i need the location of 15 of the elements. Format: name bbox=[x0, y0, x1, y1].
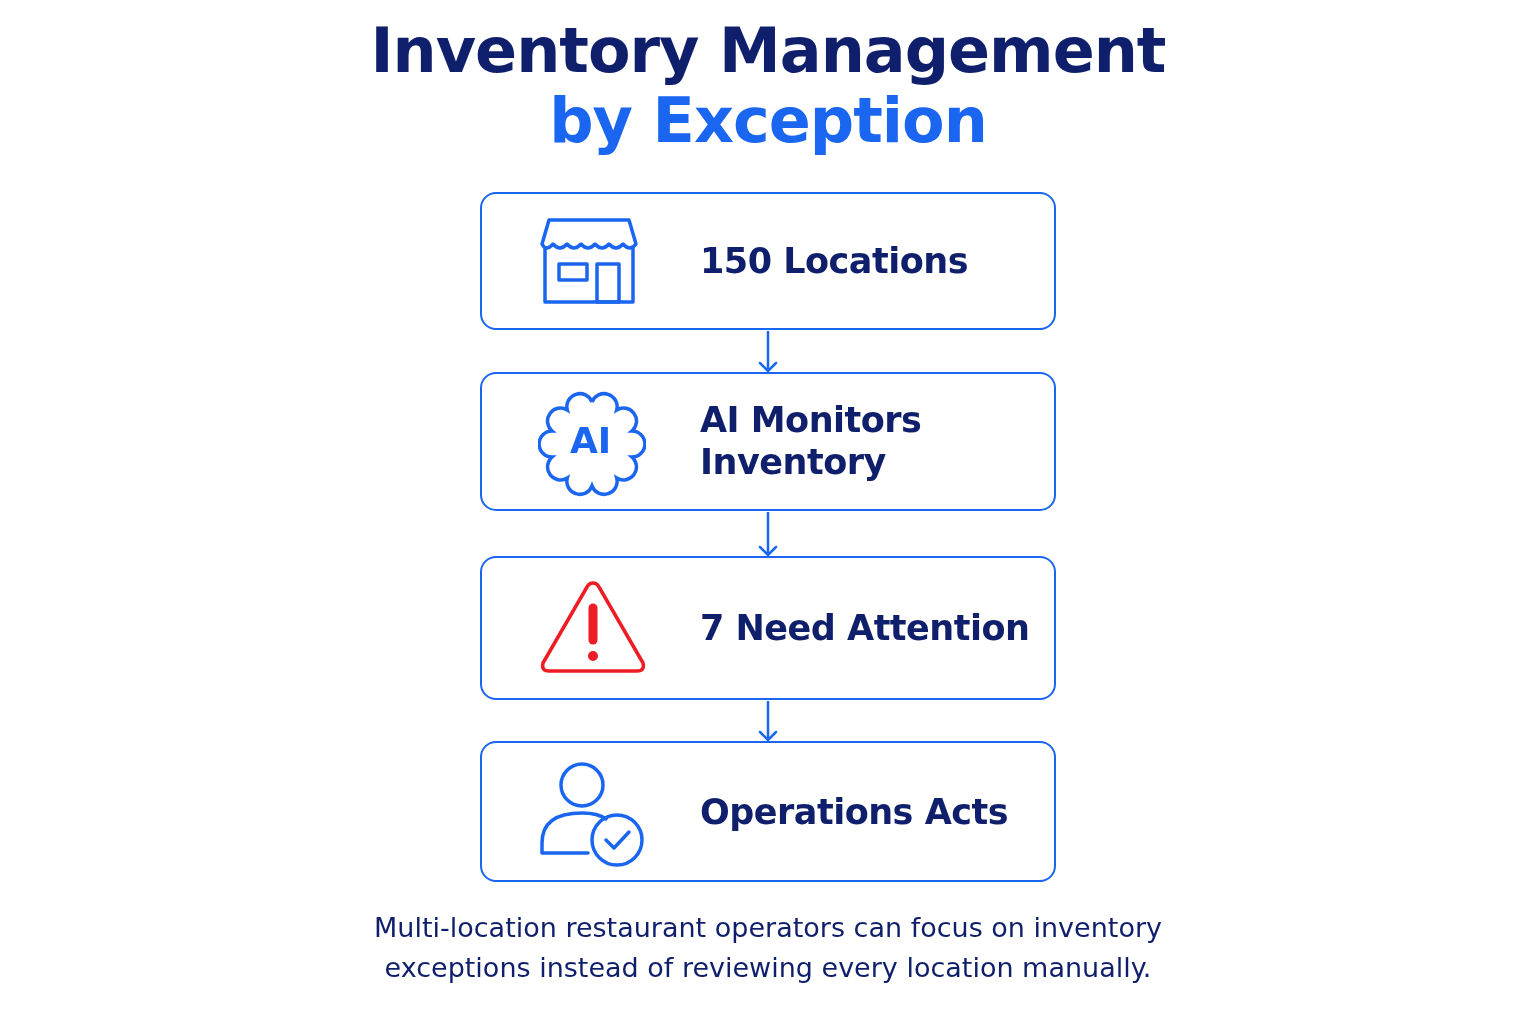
step-label: 150 Locations bbox=[700, 239, 969, 283]
caption: Multi-location restaurant operators can focus on inventory exceptions instead of reviewing every location manually. bbox=[373, 911, 1163, 985]
step-box bbox=[480, 741, 1056, 882]
step-label: AI Monitors Inventory bbox=[700, 398, 923, 485]
step-label: 7 Need Attention bbox=[700, 606, 1031, 650]
subtitle: by Exception bbox=[549, 84, 987, 157]
arrow bbox=[758, 701, 778, 742]
title: Inventory Management bbox=[369, 14, 1167, 87]
badge-text: AI bbox=[570, 419, 612, 461]
step-box bbox=[480, 556, 1056, 700]
step-box bbox=[480, 372, 1056, 511]
step-box bbox=[480, 192, 1056, 330]
step-label: Operations Acts bbox=[700, 790, 1010, 833]
arrow bbox=[758, 331, 778, 373]
arrow bbox=[758, 512, 778, 557]
